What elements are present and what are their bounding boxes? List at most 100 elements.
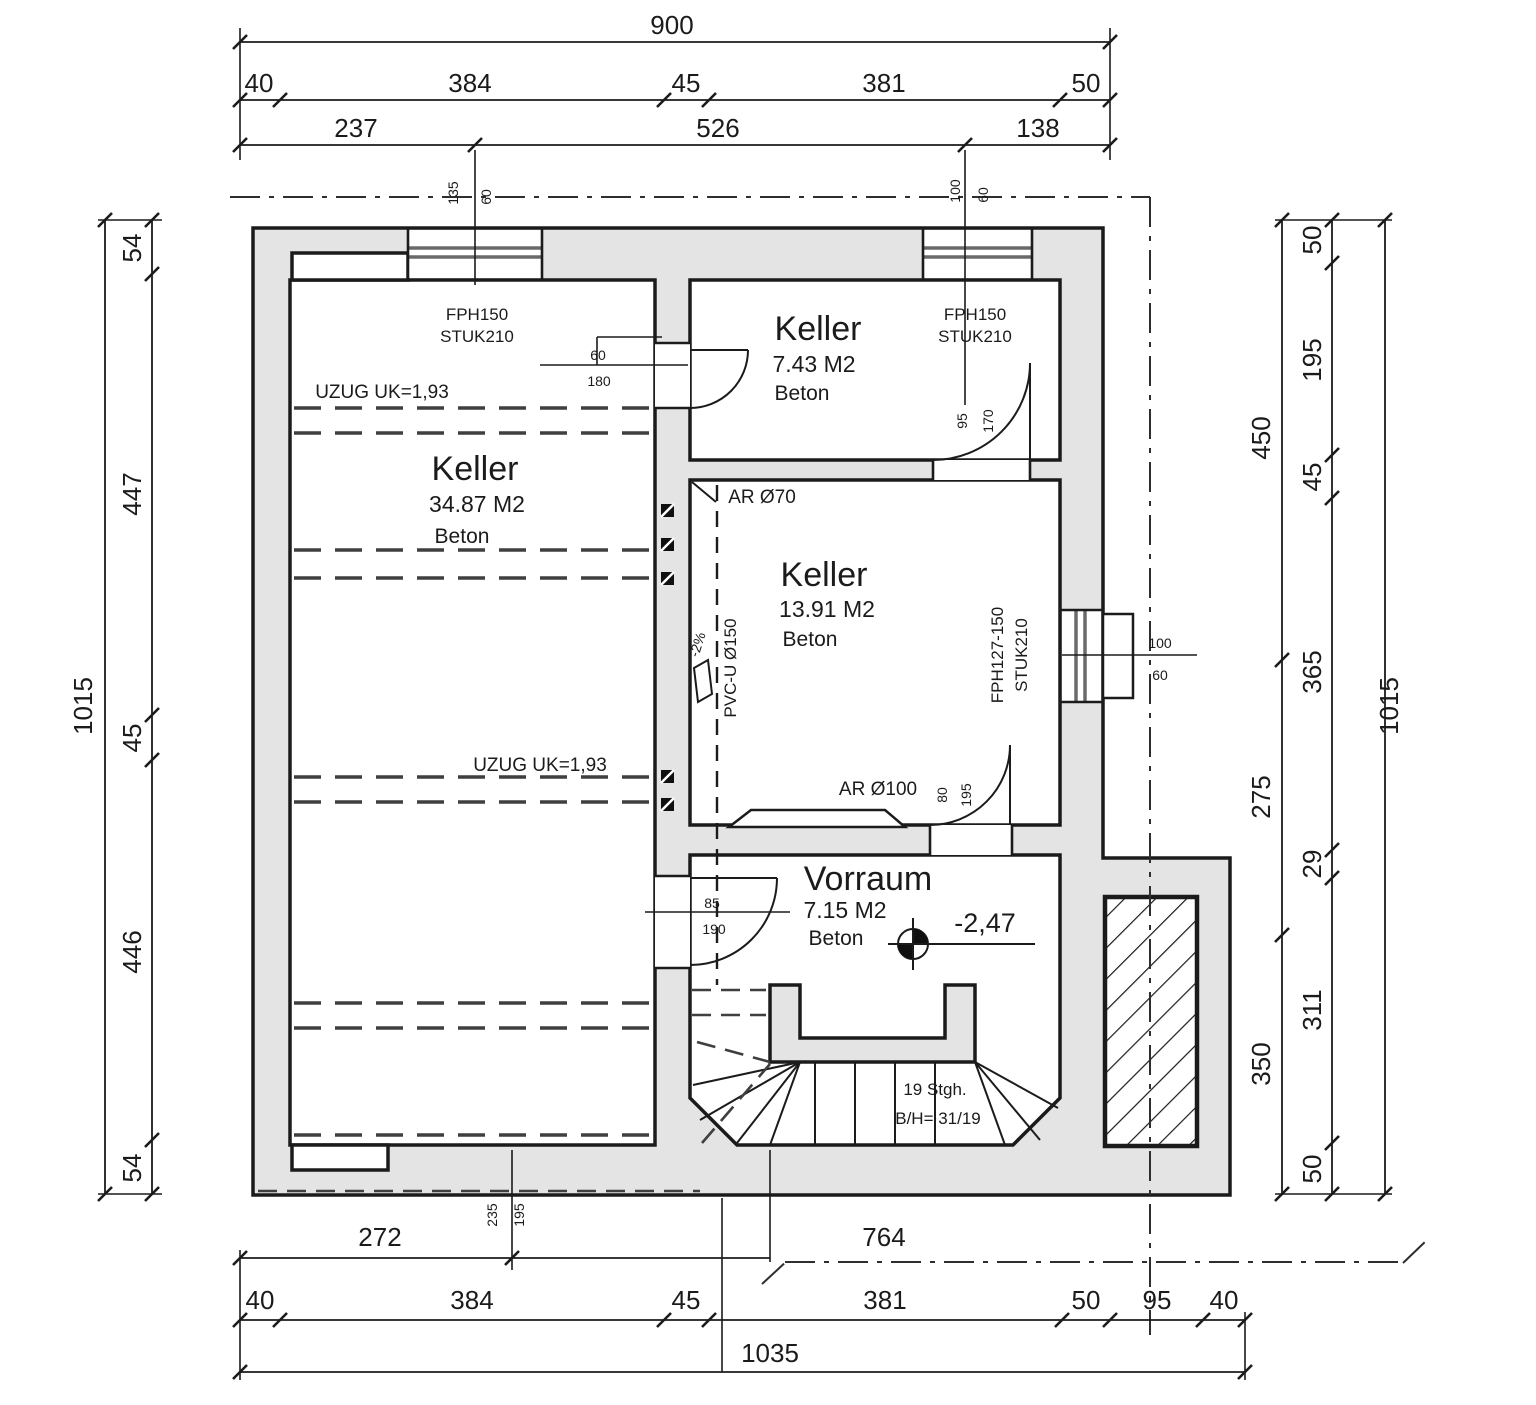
stair-dashed-line: [701, 1063, 771, 1144]
dim-bottom-overall: 1035: [741, 1338, 799, 1368]
dim-bottom-chain-0: 40: [246, 1285, 275, 1315]
window-left-stuk-label: STUK210: [440, 327, 514, 346]
door-keller-small-width: 95: [954, 413, 970, 429]
dim-top-chain1-1: 384: [448, 68, 491, 98]
window-right-stuk-label: STUK210: [938, 327, 1012, 346]
dim-bottom-seg1: 272: [358, 1222, 401, 1252]
dim-left-chain-3: 446: [117, 930, 147, 973]
dimension-lines: [97, 28, 1393, 1380]
window-right-fph-label: FPH150: [944, 305, 1006, 324]
dim-bottom-chain-6: 40: [1210, 1285, 1239, 1315]
door-keller-small-height: 170: [980, 409, 996, 433]
ar70-label: AR Ø70: [728, 487, 796, 508]
window-east-fph-label: FPH127-150: [988, 607, 1007, 703]
window-east-stuk-label: STUK210: [1012, 618, 1031, 692]
door-keller-mid-height: 195: [958, 783, 974, 807]
pvc-pipe-label: PVC-U Ø150: [721, 618, 740, 717]
dim-left-chain-0: 54: [117, 234, 147, 263]
doors: [540, 336, 1032, 970]
room-material-keller-mid: Beton: [783, 628, 838, 651]
door-keller-mid-opening: [930, 825, 1012, 855]
dim-bottom-chain-2: 45: [672, 1285, 701, 1315]
dim-bottom-chain-5: 95: [1143, 1285, 1172, 1315]
room-area-keller-mid: 13.91 M2: [779, 596, 875, 622]
door-keller-small-swing: [932, 362, 1031, 461]
dim-right-inner-1: 195: [1297, 338, 1327, 381]
window-left-fph-label: FPH150: [446, 305, 508, 324]
dim-left-chain-2: 45: [117, 724, 147, 753]
wall-notch-bottom-left: [290, 1143, 390, 1172]
dim-top-chain1-2: 45: [672, 68, 701, 98]
axis-lines: [230, 196, 1428, 1335]
walls: [251, 226, 1232, 1197]
stairs: [689, 983, 1061, 1146]
dim-right-outer-0: 450: [1246, 416, 1276, 459]
door-vorraum-height: 190: [702, 921, 726, 937]
door-vorraum-width: 85: [704, 895, 720, 911]
door-keller-small-opening: [933, 460, 1030, 480]
dim-right-overall: 1015: [1374, 677, 1404, 735]
dim-top-chain2-1: 526: [696, 113, 739, 143]
dim-top-chain1-0: 40: [245, 68, 274, 98]
dim-right-inner-0: 50: [1297, 226, 1327, 255]
room-area-vorraum: 7.15 M2: [803, 897, 886, 923]
door-keller-mid-swing: [929, 744, 1011, 826]
dim-top-overall: 900: [650, 10, 693, 40]
dim-right-inner-6: 50: [1297, 1155, 1327, 1184]
window-east-height: 60: [1152, 667, 1168, 683]
window-top-left-width: 135: [445, 181, 461, 205]
door-keller-mid-width: 80: [934, 787, 950, 803]
dim-bottom-seg2: 764: [862, 1222, 905, 1252]
stairs-count-label: 19 Stgh.: [903, 1080, 966, 1099]
dim-bottom-chain-4: 50: [1072, 1285, 1101, 1315]
room-label-keller-small: Keller: [775, 310, 862, 348]
window-top-right: [923, 230, 1032, 278]
stairs-ratio-label: B/H= 31/19: [895, 1109, 981, 1128]
window-east-lightwell: [1101, 612, 1135, 700]
level-value-label: -2,47: [954, 908, 1016, 938]
room-area-keller-small: 7.43 M2: [772, 351, 855, 377]
bottom-opening-height: 195: [511, 1203, 527, 1227]
room-material-keller-small: Beton: [775, 382, 830, 405]
window-top-left-height: 60: [478, 189, 494, 205]
dim-right-outer-2: 350: [1246, 1042, 1276, 1085]
dim-right-inner-2: 45: [1297, 463, 1327, 492]
dim-left-chain-4: 54: [117, 1154, 147, 1183]
window-east: [1062, 610, 1101, 702]
dim-top-chain1-3: 381: [862, 68, 905, 98]
ar100-label: AR Ø100: [839, 779, 917, 800]
uzug-upper-label: UZUG UK=1,93: [315, 382, 449, 403]
wall-notch-top-left: [290, 251, 410, 282]
dim-bottom-chain-3: 381: [863, 1285, 906, 1315]
dim-right-outer-1: 275: [1246, 775, 1276, 818]
window-top-right-width: 100: [947, 179, 963, 203]
dim-left-chain-1: 447: [117, 472, 147, 515]
stair-core-wall: [768, 983, 977, 1064]
uzug-lower-label: UZUG UK=1,93: [473, 755, 607, 776]
junction-box-icons: [660, 503, 675, 812]
stair-dashed-line: [696, 1040, 771, 1064]
symbols: [660, 481, 1035, 985]
door-storage-opening: [655, 343, 690, 408]
dim-top-chain1-4: 50: [1072, 68, 1101, 98]
dim-right-inner-3: 365: [1297, 650, 1327, 693]
ar70-leader: [691, 481, 717, 503]
labels: 900 40 384 45 381 50 237 526 138 1015 54…: [68, 10, 1404, 1368]
door-storage-swing: [689, 349, 749, 409]
room-material-keller-large: Beton: [435, 525, 490, 548]
dim-left-overall: 1015: [68, 677, 98, 735]
window-east-width: 100: [1148, 635, 1172, 651]
dim-top-chain2-2: 138: [1016, 113, 1059, 143]
pvc-slope-label: -2%: [686, 630, 709, 659]
dim-bottom-chain-1: 384: [450, 1285, 493, 1315]
window-top-right-height: 60: [975, 187, 991, 203]
door-vorraum-opening: [655, 876, 690, 968]
chute-ar100: [725, 808, 909, 829]
dim-top-chain2-0: 237: [334, 113, 377, 143]
door-storage-width: 60: [590, 347, 606, 363]
door-storage-height: 180: [587, 373, 611, 389]
door-vorraum-swing: [689, 877, 778, 966]
dim-right-inner-4: 29: [1297, 850, 1327, 879]
